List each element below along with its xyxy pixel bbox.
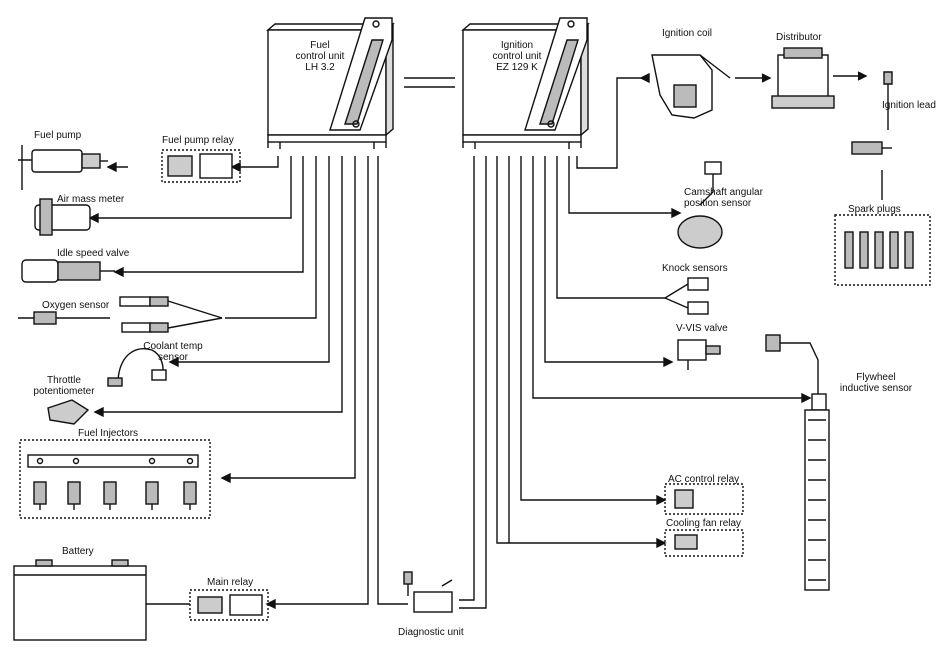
coolant-temp-line1: Coolant temp	[143, 341, 203, 352]
spark-plugs	[844, 231, 914, 269]
flywheel-sensor-label: Flywheel inductive sensor	[835, 372, 917, 394]
fuel-pump	[18, 145, 128, 190]
oxygen-sensor	[18, 296, 223, 333]
idle-speed-valve	[21, 259, 115, 283]
air-mass-meter-label: Air mass meter	[57, 194, 125, 205]
throttle-label: Throttle potentiometer	[26, 375, 102, 397]
air-mass-meter	[34, 198, 95, 236]
diagnostic-unit-label: Diagnostic unit	[398, 627, 464, 638]
idle-speed-valve-label: Idle speed valve	[57, 248, 130, 259]
camshaft-sensor-label: Camshaft angular position sensor	[684, 187, 763, 209]
throttle-line1: Throttle	[47, 375, 81, 386]
fuel-pump-relay-label: Fuel pump relay	[162, 135, 234, 146]
throttle-potentiometer	[47, 399, 90, 425]
ignition-control-unit	[461, 17, 590, 149]
fuel-control-unit-label: Fuel control unit LH 3.2	[290, 40, 350, 73]
flywheel-sensor	[765, 334, 830, 591]
camshaft-sensor	[677, 161, 723, 249]
fuel-unit-line1: Fuel	[310, 40, 330, 51]
knock-sensors-label: Knock sensors	[662, 263, 728, 274]
camshaft-line2: position sensor	[684, 198, 752, 209]
ignition-unit-line2: control unit	[492, 51, 542, 62]
ignition-control-unit-label: Ignition control unit EZ 129 K	[486, 40, 548, 73]
fuel-injectors	[27, 454, 199, 510]
coolant-temp-sensor	[107, 348, 167, 387]
diagnostic-unit	[403, 571, 453, 613]
flywheel-line1: Flywheel	[856, 372, 896, 383]
fuel-unit-line3: LH 3.2	[305, 62, 335, 73]
flywheel-line2: inductive sensor	[839, 383, 913, 394]
distributor	[771, 47, 835, 109]
ac-relay-label: AC control relay	[668, 474, 740, 485]
coolant-temp-line2: sensor	[157, 352, 188, 363]
oxygen-sensor-label: Oxygen sensor	[42, 300, 110, 311]
knock-sensors	[664, 277, 709, 315]
battery-label: Battery	[62, 546, 94, 557]
fuel-unit-line2: control unit	[295, 51, 345, 62]
fuel-pump-label: Fuel pump	[34, 130, 82, 141]
ignition-lead-label: Ignition lead	[882, 100, 936, 111]
camshaft-line1: Camshaft angular	[684, 187, 763, 198]
fuel-control-unit	[266, 17, 395, 149]
vvis-valve	[677, 339, 721, 370]
fuel-injectors-label: Fuel Injectors	[78, 428, 139, 439]
ignition-coil	[651, 54, 731, 119]
battery	[13, 559, 190, 641]
distributor-label: Distributor	[776, 32, 822, 43]
vvis-valve-label: V-VIS valve	[676, 323, 728, 334]
spark-plugs-label: Spark plugs	[848, 204, 901, 215]
main-relay-label: Main relay	[207, 577, 254, 588]
coolant-temp-label: Coolant temp sensor	[140, 341, 206, 363]
ignition-unit-line3: EZ 129 K	[496, 62, 538, 73]
ignition-coil-label: Ignition coil	[662, 28, 713, 39]
throttle-line2: potentiometer	[33, 386, 95, 397]
cooling-fan-relay-label: Cooling fan relay	[666, 518, 742, 529]
ignition-unit-line1: Ignition	[500, 40, 534, 51]
